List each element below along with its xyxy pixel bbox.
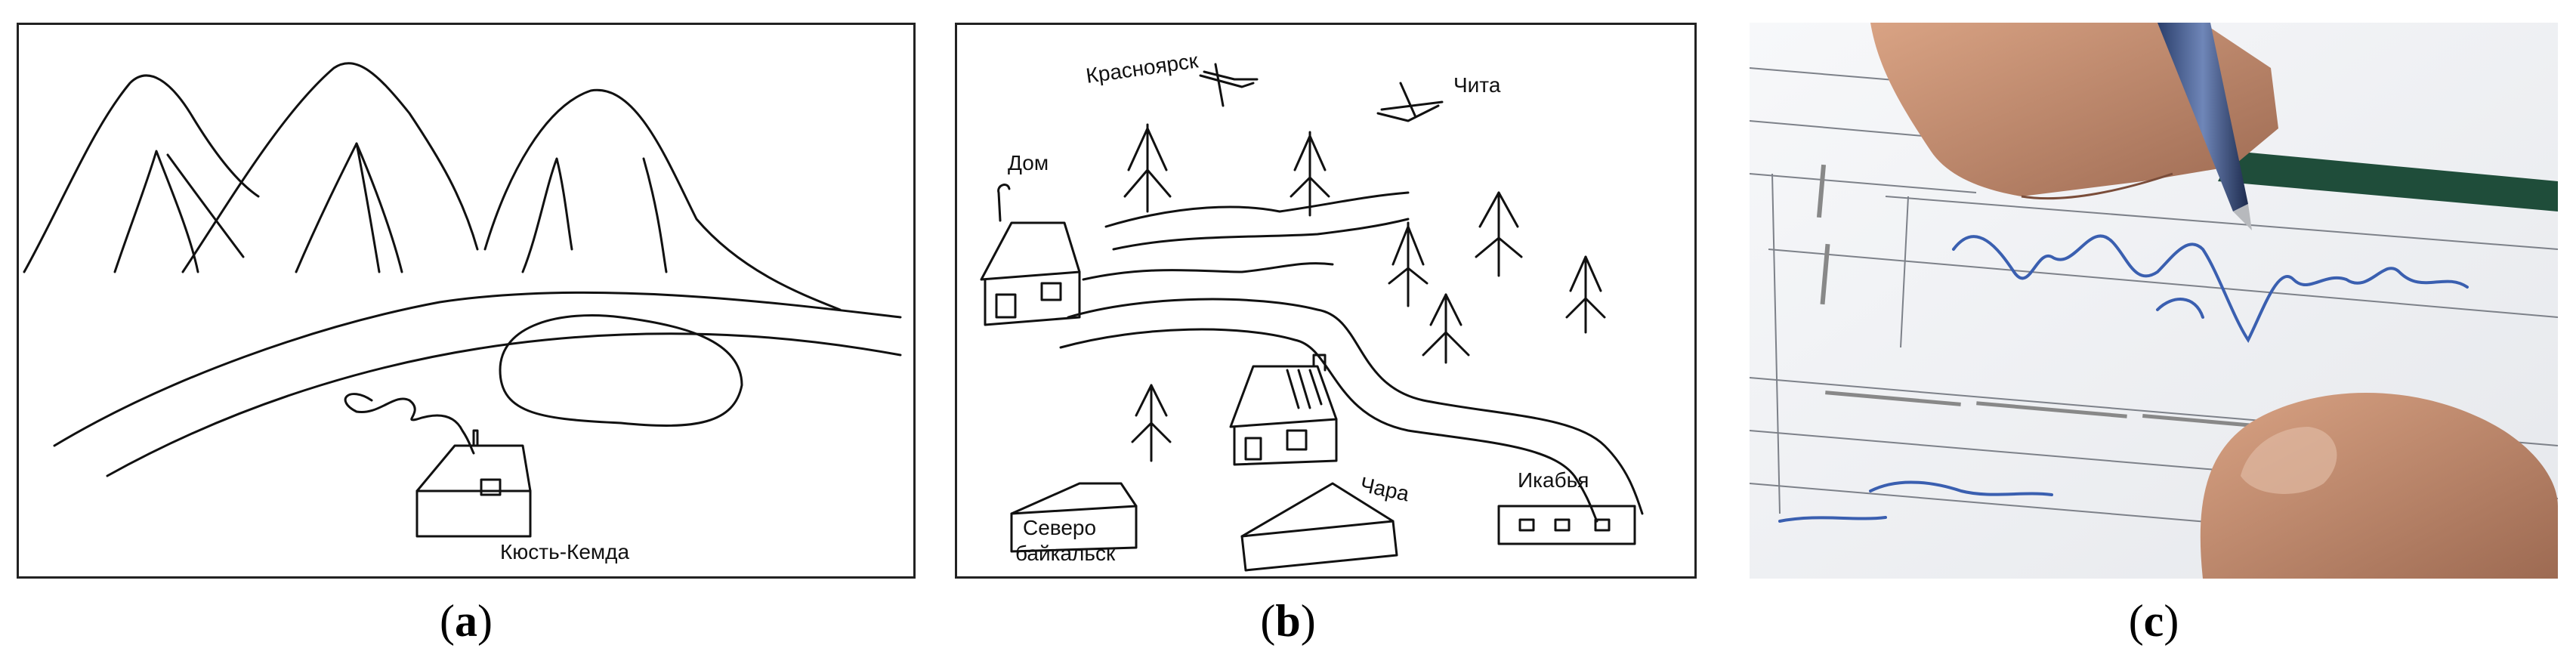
building-icon-severobaikalsk xyxy=(1010,482,1138,553)
panel-c-photo xyxy=(1750,23,2558,579)
building-icon-ikabya xyxy=(1497,505,1636,545)
tree-icon-7 xyxy=(1131,384,1172,462)
road-upper xyxy=(53,291,902,447)
photo-hand-signing xyxy=(1750,23,2558,579)
house-icon-chara xyxy=(1229,354,1338,466)
mountain-left xyxy=(23,74,260,273)
tree-icon-6 xyxy=(1565,255,1606,334)
label-home: Дом xyxy=(1008,151,1049,174)
lake xyxy=(499,314,743,427)
tree-icon-4 xyxy=(1475,191,1523,277)
panel-a-drawing: Кюсть-Кемда xyxy=(17,23,916,579)
tree-icon-1 xyxy=(1123,123,1172,213)
mountain-middle xyxy=(181,62,479,273)
river-1 xyxy=(1104,191,1410,228)
caption-b-letter: b xyxy=(1275,596,1301,646)
handwritten-signature xyxy=(1778,234,2469,523)
sketch-mountains-village: Кюсть-Кемда xyxy=(17,23,916,579)
label-severo: Северо xyxy=(1023,516,1096,539)
plane-icon-chita xyxy=(1376,82,1444,122)
tree-icon-5 xyxy=(1422,293,1470,364)
tree-icon-2 xyxy=(1290,131,1330,217)
label-ikabya: Икабья xyxy=(1518,468,1589,492)
caption-c-letter: c xyxy=(2143,596,2164,646)
caption-a-letter: a xyxy=(455,596,477,646)
panel-b-drawing: Красноярск Чита Дом Чара Икабья Северо б… xyxy=(955,23,1697,579)
caption-a: (a) xyxy=(440,596,493,646)
house-roof xyxy=(415,444,532,492)
plane-icon-krasnoyarsk xyxy=(1199,63,1259,107)
tree-icon-3 xyxy=(1388,221,1429,307)
label-baikalsk: байкальск xyxy=(1015,542,1116,565)
label-kyust-kemda: Кюсть-Кемда xyxy=(500,540,630,563)
road-lower xyxy=(106,332,902,477)
pen xyxy=(2157,23,2248,211)
caption-c: (c) xyxy=(2128,596,2179,646)
sketch-map: Красноярск Чита Дом Чара Икабья Северо б… xyxy=(955,23,1697,579)
house-icon-home xyxy=(980,184,1081,326)
caption-b: (b) xyxy=(1260,596,1316,646)
mountain-right xyxy=(483,88,842,311)
building-icon-chara-low xyxy=(1240,482,1398,572)
label-chita: Чита xyxy=(1453,73,1501,97)
